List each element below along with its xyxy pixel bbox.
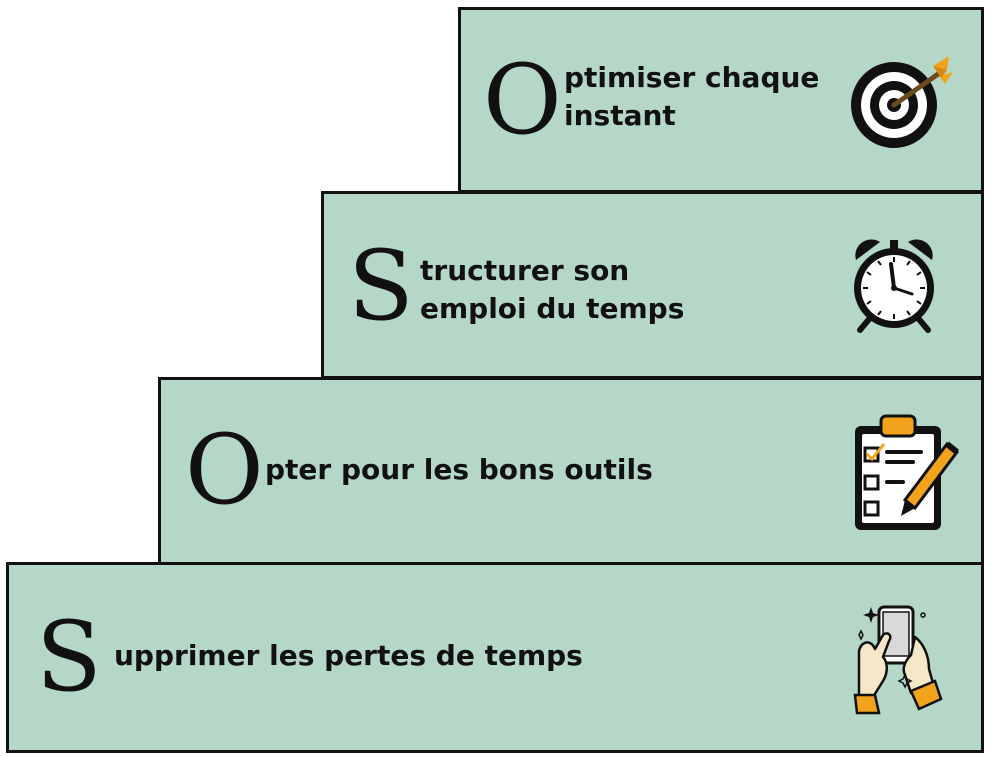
step-text: upprimer les pertes de temps [114, 637, 583, 675]
step-initial: O [185, 414, 264, 526]
step-text-line: emploi du temps [420, 292, 685, 325]
step-opter: O pter pour les bons outils [158, 377, 984, 565]
step-text: tructurer son emploi du temps [420, 252, 684, 328]
target-icon [851, 56, 953, 148]
clipboard-checklist-icon [855, 414, 960, 530]
step-text: pter pour les bons outils [265, 451, 653, 489]
step-text-line: upprimer les pertes de temps [114, 639, 583, 672]
phone-in-hands-icon [853, 605, 943, 715]
step-text-line: tructurer son [420, 254, 630, 287]
step-supprimer: S upprimer les pertes de temps [6, 562, 984, 753]
step-text: ptimiser chaque instant [564, 59, 819, 135]
step-optimiser: O ptimiser chaque instant [458, 7, 984, 193]
step-text-line: ptimiser chaque [564, 61, 820, 94]
step-initial: O [483, 44, 562, 156]
step-structurer: S tructurer son emploi du temps [321, 191, 984, 379]
alarm-clock-icon [854, 239, 934, 333]
step-text-line: instant [564, 99, 676, 132]
step-initial: S [36, 601, 102, 713]
step-text-line: pter pour les bons outils [265, 453, 653, 486]
step-initial: S [348, 230, 414, 342]
